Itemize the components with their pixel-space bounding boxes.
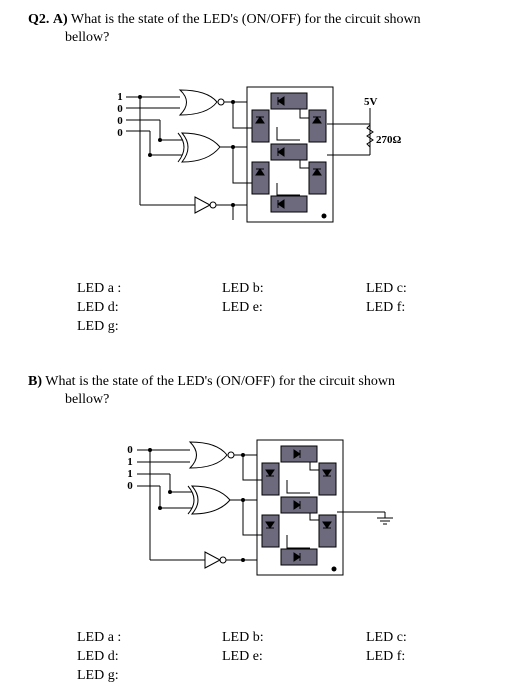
- input-bit-1: 0: [127, 444, 133, 456]
- led-label-g: LED g:: [77, 319, 119, 334]
- led-label-d: LED d:: [77, 649, 119, 664]
- part-b-text-line2: bellow?: [65, 392, 110, 407]
- question-a-line1: Q2. A) What is the state of the LED's (O…: [28, 11, 421, 28]
- part-b-text-line1: What is the state of the LED's (ON/OFF) …: [45, 374, 395, 389]
- part-b-letter: B): [28, 374, 42, 389]
- led-label-g: LED g:: [77, 668, 119, 683]
- question-b-line1: B) What is the state of the LED's (ON/OF…: [28, 373, 395, 390]
- part-a-text-line2: bellow?: [65, 30, 110, 45]
- circuit-diagram-b: 0 1 1 0: [127, 439, 393, 576]
- xor-gate: [180, 132, 221, 163]
- led-label-a: LED a :: [77, 630, 122, 645]
- led-segment-f: [251, 109, 270, 143]
- led-label-f: LED f:: [366, 649, 406, 664]
- inversion-bubble: [217, 98, 225, 106]
- input-bit-2: 1: [127, 456, 133, 468]
- led-segment-f: [261, 462, 280, 496]
- question-number: Q2.: [28, 12, 50, 27]
- led-segment-a: [270, 92, 308, 110]
- input-bit-3: 1: [127, 468, 133, 480]
- part-a-text-line1: What is the state of the LED's (ON/OFF) …: [70, 12, 421, 27]
- led-label-f: LED f:: [366, 300, 406, 315]
- nor-gate: [178, 89, 218, 116]
- led-segment-e: [261, 514, 280, 548]
- input-bit-3: 0: [117, 115, 123, 127]
- resistor-label: 270Ω: [376, 134, 402, 146]
- input-bit-1: 1: [117, 91, 123, 103]
- led-label-b: LED b:: [222, 630, 264, 645]
- led-label-a: LED a :: [77, 281, 122, 296]
- led-segment-c: [318, 514, 337, 548]
- circuit-diagram-a: 1 0 0 0 5V 270Ω: [117, 86, 402, 223]
- led-label-d: LED d:: [77, 300, 119, 315]
- led-label-b: LED b:: [222, 281, 264, 296]
- led-segment-d: [270, 195, 308, 213]
- led-segment-e: [251, 161, 270, 195]
- led-label-c: LED c:: [366, 630, 407, 645]
- led-label-e: LED e:: [222, 649, 263, 664]
- xor-gate-b: [190, 485, 231, 515]
- led-segment-c: [308, 161, 327, 195]
- input-bit-4: 0: [117, 127, 123, 139]
- seven-segment-display-b: [256, 439, 344, 576]
- input-bit-4: 0: [127, 480, 133, 492]
- led-segment-b: [308, 109, 327, 143]
- led-label-c: LED c:: [366, 281, 407, 296]
- not-gate: [194, 196, 212, 214]
- led-segments-a: [251, 92, 327, 213]
- led-segment-g: [270, 143, 308, 161]
- led-segment-b: [318, 462, 337, 496]
- nor-gate-b: [188, 441, 228, 469]
- led-label-e: LED e:: [222, 300, 263, 315]
- not-gate-b: [204, 551, 222, 569]
- supply-label: 5V: [364, 96, 378, 108]
- input-bit-2: 0: [117, 103, 123, 115]
- part-a-letter: A): [52, 12, 68, 27]
